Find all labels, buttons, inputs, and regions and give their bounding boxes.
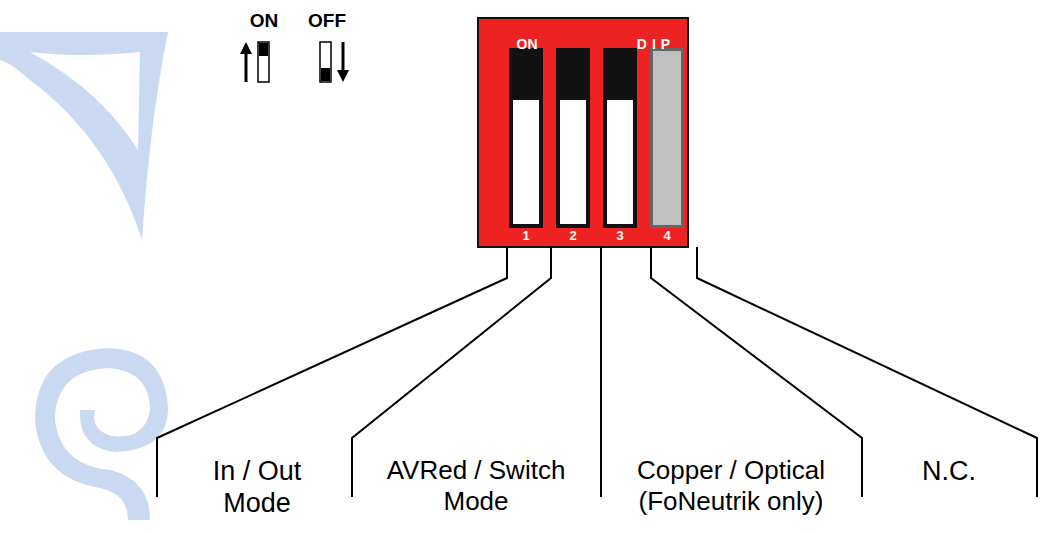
dip-body	[478, 18, 688, 247]
on-switch-lever	[259, 43, 268, 56]
legend-off: OFF	[302, 10, 352, 33]
on-switch-icon	[258, 42, 269, 82]
dip-on-label: ON	[507, 36, 547, 53]
switch-number: 4	[657, 228, 677, 244]
function-label: N.C.	[869, 455, 1029, 487]
watermark-spiral	[35, 348, 168, 520]
off-switch-icon	[320, 42, 331, 82]
switch-number: 1	[516, 228, 536, 244]
function-label: AVRed / Switch Mode	[357, 455, 595, 517]
legend-on: ON	[244, 10, 284, 33]
switch-slots	[509, 48, 684, 228]
off-arrow-head	[337, 70, 349, 82]
dip-label: DIP	[626, 36, 686, 53]
on-arrow	[245, 50, 248, 82]
on-arrow-head	[240, 42, 252, 54]
off-arrow	[342, 42, 345, 74]
watermark-shape	[0, 32, 168, 240]
off-switch-lever	[321, 68, 330, 81]
switch-number: 2	[563, 228, 583, 244]
function-label: In / Out Mode	[182, 455, 332, 520]
function-label: Copper / Optical (FoNeutrik only)	[606, 455, 856, 517]
switch-number: 3	[610, 228, 630, 244]
